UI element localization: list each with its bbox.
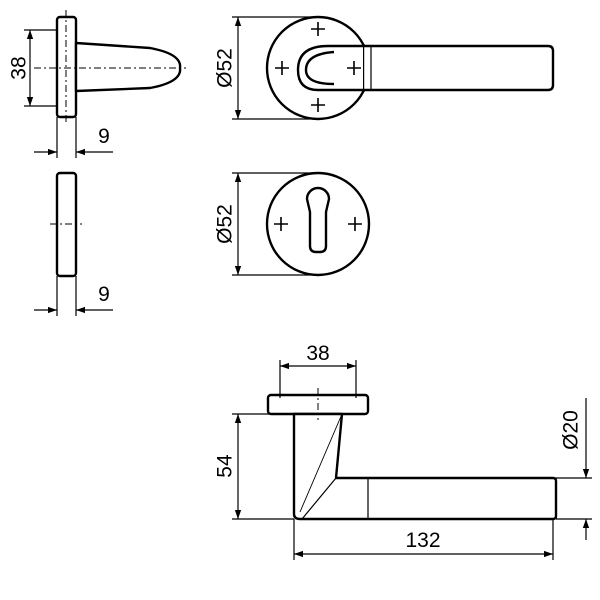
screw-bottom-icon: [311, 98, 325, 112]
side-rose-thickness-label: 9: [98, 125, 110, 148]
front-rose-diameter-label: Ø52: [214, 48, 237, 88]
lever-height-label: 54: [214, 454, 237, 478]
front-lever-neck-inner: [304, 50, 335, 86]
front-lever-arm: [361, 44, 555, 92]
screw-right-icon: [347, 61, 361, 75]
side-view-lever-rose: 38 9: [8, 10, 186, 158]
lever-body: [292, 412, 558, 521]
lever-bend-edge: [301, 477, 337, 520]
lever-length-label: 132: [405, 529, 440, 552]
lever-grip-diameter-label: Ø20: [560, 410, 583, 450]
side-escutcheon-thickness-label: 9: [98, 283, 110, 306]
lever-rose-width-label: 38: [306, 342, 329, 365]
escutcheon-screw-right-icon: [348, 217, 362, 231]
lever-neck-edge: [299, 413, 343, 513]
side-view-full-lever: 38 54 Ø20 132: [214, 342, 592, 560]
keyhole-icon: [305, 186, 331, 254]
escutcheon-screw-left-icon: [274, 217, 288, 231]
screw-left-icon: [275, 61, 289, 75]
side-lever-stub: [74, 41, 182, 93]
side-rose-height-label: 38: [8, 56, 31, 79]
front-view-escutcheon: Ø52: [214, 171, 371, 277]
side-view-escutcheon: 9: [34, 171, 113, 316]
front-view-lever-rose: Ø52: [214, 15, 555, 121]
front-escutcheon-diameter-label: Ø52: [214, 204, 237, 244]
screw-top-icon: [311, 22, 325, 36]
